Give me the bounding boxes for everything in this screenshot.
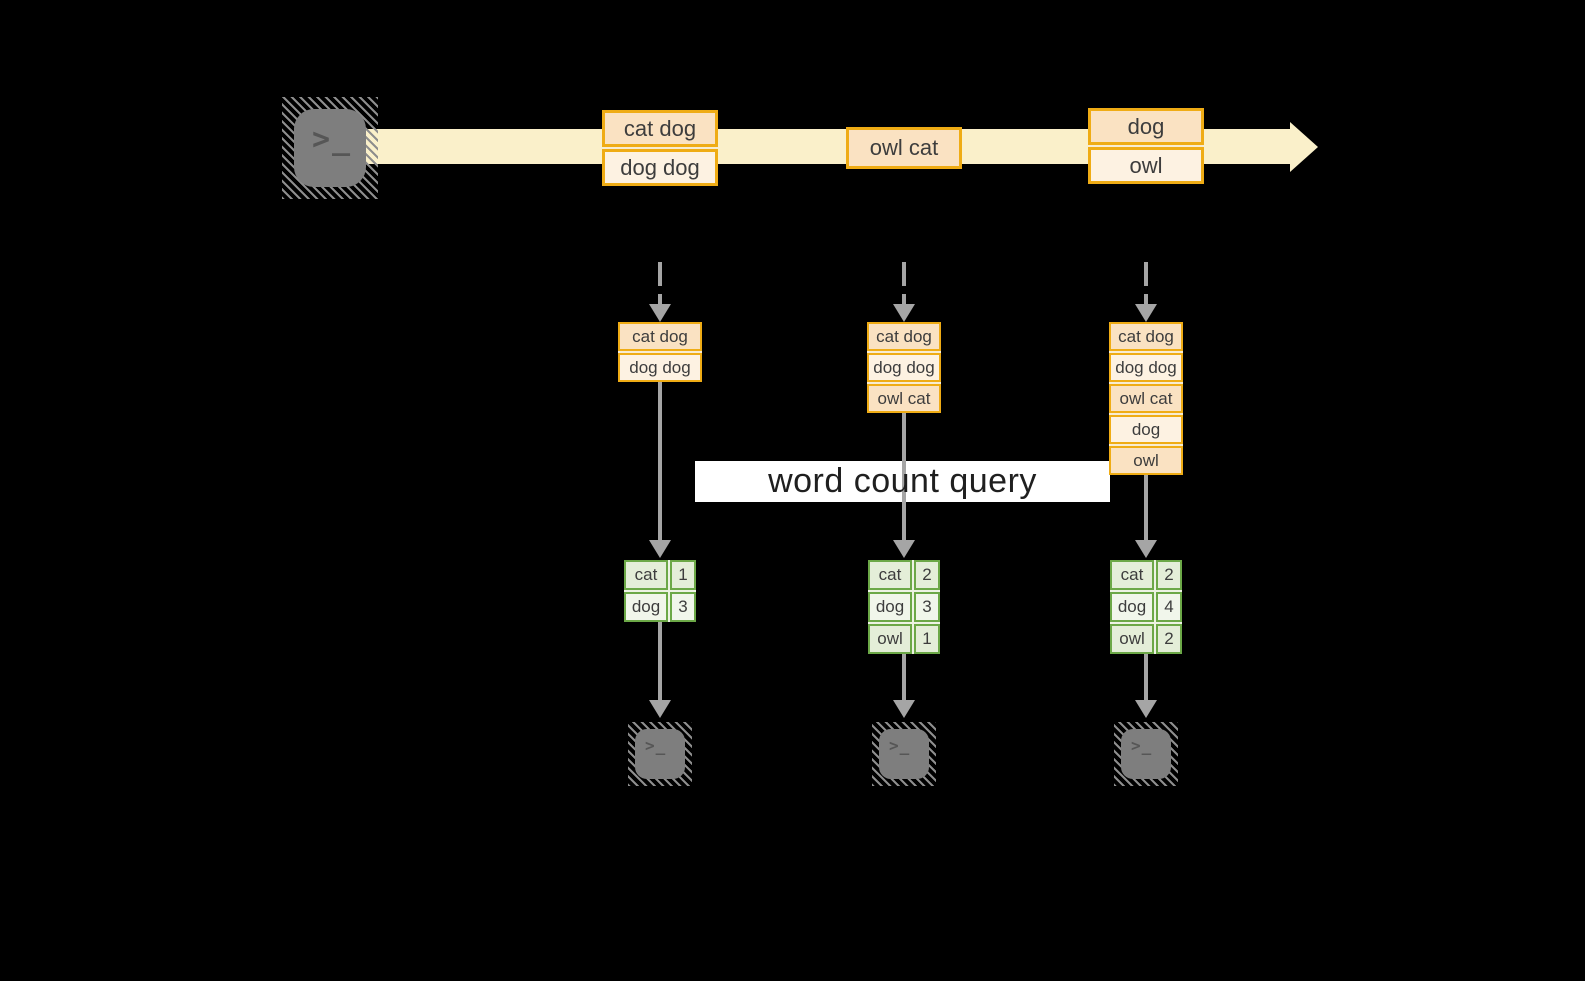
stream-arrowhead-icon bbox=[1290, 122, 1318, 172]
state-row: owl cat bbox=[1109, 384, 1183, 413]
terminal-output-icon-2: >_ bbox=[872, 722, 936, 786]
count-table-3: cat 2 dog 4 owl 2 bbox=[1110, 560, 1182, 654]
state-row: dog bbox=[1109, 415, 1183, 444]
query-arrowhead-icon-2 bbox=[893, 540, 915, 558]
state-row: owl bbox=[1109, 446, 1183, 475]
output-arrow-line-2 bbox=[902, 654, 906, 700]
terminal-output-icon-3: >_ bbox=[1114, 722, 1178, 786]
count-word: cat bbox=[1110, 560, 1154, 590]
state-stack-1: cat dog dog dog bbox=[618, 322, 702, 382]
ingest-arrowhead-icon-1 bbox=[649, 304, 671, 322]
count-table-2: cat 2 dog 3 owl 1 bbox=[868, 560, 940, 654]
stream-message: owl bbox=[1088, 147, 1204, 184]
ingest-arrow-line-2 bbox=[902, 262, 906, 306]
state-stack-3: cat dog dog dog owl cat dog owl bbox=[1109, 322, 1183, 475]
terminal-screen: >_ bbox=[635, 729, 685, 779]
count-value: 2 bbox=[1156, 560, 1182, 590]
output-arrow-line-1 bbox=[658, 622, 662, 700]
stream-message: dog bbox=[1088, 108, 1204, 145]
state-stack-2: cat dog dog dog owl cat bbox=[867, 322, 941, 413]
terminal-prompt: >_ bbox=[312, 122, 353, 157]
state-row: dog dog bbox=[867, 353, 941, 382]
query-arrow-line-2 bbox=[902, 413, 906, 540]
state-row: cat dog bbox=[867, 322, 941, 351]
state-row: cat dog bbox=[1109, 322, 1183, 351]
terminal-source-icon: >_ bbox=[282, 97, 378, 199]
count-value: 3 bbox=[914, 592, 940, 622]
stream-message-group-3: dog owl bbox=[1088, 108, 1204, 184]
terminal-screen: >_ bbox=[1121, 729, 1171, 779]
query-arrowhead-icon-1 bbox=[649, 540, 671, 558]
state-row: cat dog bbox=[618, 322, 702, 351]
output-arrow-line-3 bbox=[1144, 654, 1148, 700]
terminal-screen: >_ bbox=[879, 729, 929, 779]
terminal-prompt: >_ bbox=[1131, 736, 1153, 755]
count-word: cat bbox=[868, 560, 912, 590]
stream-message-group-1: cat dog dog dog bbox=[602, 110, 718, 186]
terminal-prompt: >_ bbox=[645, 736, 667, 755]
count-value: 2 bbox=[1156, 624, 1182, 654]
state-row: dog dog bbox=[1109, 353, 1183, 382]
ingest-arrow-line-1 bbox=[658, 262, 662, 306]
count-value: 1 bbox=[914, 624, 940, 654]
query-arrowhead-icon-3 bbox=[1135, 540, 1157, 558]
stream-message: owl cat bbox=[846, 127, 962, 169]
terminal-prompt: >_ bbox=[889, 736, 911, 755]
state-row: owl cat bbox=[867, 384, 941, 413]
stream-message: cat dog bbox=[602, 110, 718, 147]
stream-message: dog dog bbox=[602, 149, 718, 186]
count-word: owl bbox=[868, 624, 912, 654]
count-word: cat bbox=[624, 560, 668, 590]
output-arrowhead-icon-2 bbox=[893, 700, 915, 718]
stream-message-group-2: owl cat bbox=[846, 127, 962, 169]
query-arrow-line-3 bbox=[1144, 475, 1148, 540]
ingest-arrowhead-icon-2 bbox=[893, 304, 915, 322]
terminal-output-icon-1: >_ bbox=[628, 722, 692, 786]
count-word: owl bbox=[1110, 624, 1154, 654]
query-label: word count query bbox=[768, 461, 1037, 500]
count-value: 1 bbox=[670, 560, 696, 590]
query-arrow-line-1 bbox=[658, 382, 662, 540]
terminal-screen: >_ bbox=[294, 109, 366, 187]
count-word: dog bbox=[868, 592, 912, 622]
output-arrowhead-icon-1 bbox=[649, 700, 671, 718]
count-table-1: cat 1 dog 3 bbox=[624, 560, 696, 622]
count-value: 3 bbox=[670, 592, 696, 622]
ingest-arrow-line-3 bbox=[1144, 262, 1148, 306]
count-word: dog bbox=[1110, 592, 1154, 622]
output-arrowhead-icon-3 bbox=[1135, 700, 1157, 718]
count-value: 2 bbox=[914, 560, 940, 590]
count-value: 4 bbox=[1156, 592, 1182, 622]
count-word: dog bbox=[624, 592, 668, 622]
state-row: dog dog bbox=[618, 353, 702, 382]
ingest-arrowhead-icon-3 bbox=[1135, 304, 1157, 322]
